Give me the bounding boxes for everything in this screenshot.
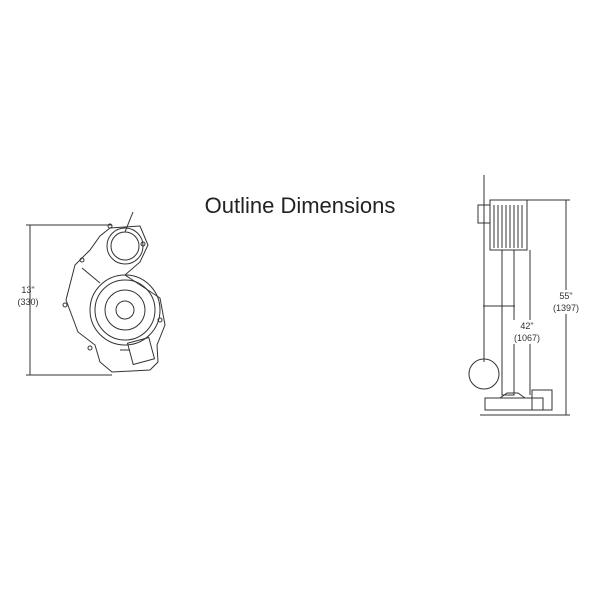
column-height-label: 42" (1067) bbox=[507, 320, 547, 344]
overall-height-mm: (1397) bbox=[552, 303, 579, 313]
front-height-mm: (330) bbox=[17, 297, 39, 307]
front-height-inches: 13" bbox=[21, 285, 35, 295]
column-height-mm: (1067) bbox=[513, 333, 540, 343]
page-title: Outline Dimensions bbox=[204, 193, 396, 218]
column-height-inches: 42" bbox=[520, 321, 534, 331]
overall-height-label: 55" (1397) bbox=[546, 290, 586, 314]
overall-height-inches: 55" bbox=[559, 291, 573, 301]
front-view-drawing bbox=[26, 211, 166, 376]
front-height-label: 13" (330) bbox=[8, 284, 48, 308]
float-ball bbox=[468, 358, 500, 390]
